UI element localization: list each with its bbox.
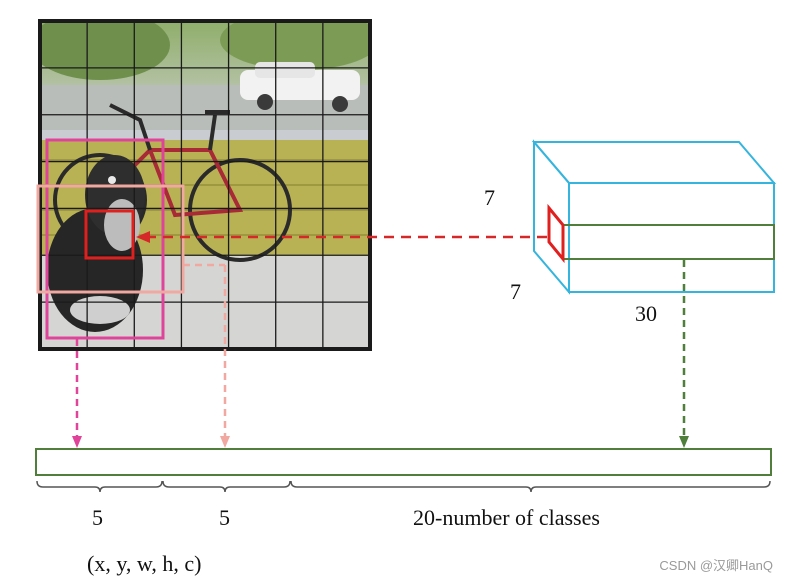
arrow-cube-to-vector [679, 260, 689, 448]
tree-foliage [40, 21, 170, 80]
cube-front-face [568, 182, 775, 293]
cube-depth-label: 30 [635, 301, 657, 326]
segment-1-count: 5 [92, 505, 103, 530]
watermark: CSDN @汉卿HanQ [659, 558, 773, 573]
output-vector [35, 448, 772, 476]
arrow-salmon-to-vector [183, 263, 230, 448]
arrow-magenta-to-vector [72, 339, 82, 448]
cube-top-face [531, 141, 777, 184]
segment-3-label: 20-number of classes [413, 505, 600, 530]
segment-1-fields: (x, y, w, h, c) [87, 551, 202, 576]
cube-left-face [533, 139, 570, 295]
dog [47, 155, 145, 332]
bracket-segment-3 [290, 480, 771, 493]
output-tensor-cube [531, 139, 777, 295]
bicycle [53, 103, 292, 262]
segment-brackets [36, 480, 771, 493]
input-photo [40, 21, 370, 349]
parked-car [240, 62, 360, 112]
cube-width-label: 7 [510, 279, 521, 304]
segment-2-count: 5 [219, 505, 230, 530]
responsible-grid-cell [84, 209, 135, 260]
bounding-box-magenta [45, 138, 165, 340]
cube-depth-vector [562, 224, 775, 260]
cube-height-label: 7 [484, 185, 495, 210]
cube-cell-face [547, 203, 565, 264]
bounding-box-salmon [36, 184, 185, 294]
bracket-segment-2 [162, 480, 291, 493]
arrow-cube-to-cell [136, 231, 547, 243]
bracket-segment-1 [36, 480, 163, 493]
